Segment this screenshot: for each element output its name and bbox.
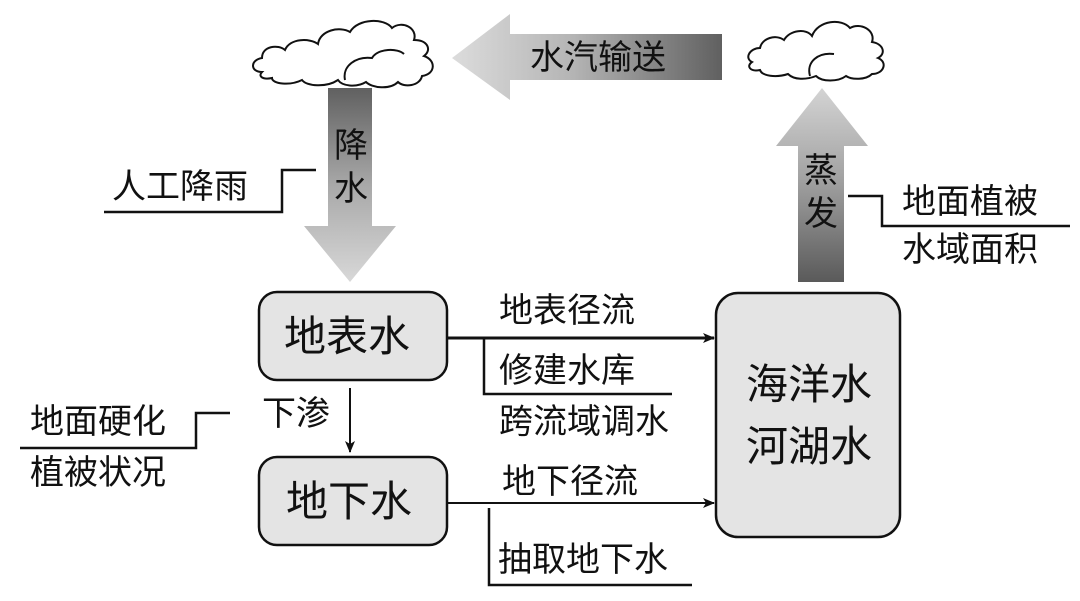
evaporation-char-1: 蒸 <box>804 151 838 191</box>
reservoir-label: 修建水库 <box>499 351 635 391</box>
precipitation-arrow <box>304 88 396 282</box>
vegetation-water-area-connector <box>848 194 1070 228</box>
groundwater-runoff-label: 地下径流 <box>502 462 638 502</box>
surface-runoff-label: 地表径流 <box>499 291 635 331</box>
groundwater-label: 地下水 <box>286 477 413 526</box>
vegetation-label: 地面植被 <box>902 182 1038 222</box>
ocean-river-box <box>714 291 902 539</box>
pump-groundwater-connector <box>487 508 692 587</box>
cloud-icon <box>747 20 885 82</box>
artificial-rain-label: 人工降雨 <box>112 167 248 207</box>
precipitation-label: 降 水 <box>331 125 371 210</box>
cloud-icon <box>252 20 434 89</box>
water-area-label: 水域面积 <box>902 230 1038 270</box>
surface-water-box <box>257 290 449 382</box>
evaporation-arrow <box>776 88 868 282</box>
infiltration-label: 下渗 <box>262 394 330 434</box>
surface-water-label: 地表水 <box>284 312 411 361</box>
groundwater-box <box>257 455 449 547</box>
pump-groundwater-label: 抽取地下水 <box>498 540 668 580</box>
artificial-rain-connector <box>104 168 316 214</box>
vapor-transport-arrow <box>452 14 722 100</box>
inter-basin-transfer-label: 跨流域调水 <box>499 402 669 442</box>
vegetation-condition-label: 植被状况 <box>30 453 166 493</box>
ground-hardening-label: 地面硬化 <box>30 402 166 442</box>
vapor-transport-label: 水汽输送 <box>530 38 666 78</box>
precipitation-char-1: 降 <box>334 126 368 166</box>
evaporation-label: 蒸 发 <box>801 150 841 235</box>
river-lake-water-label: 河湖水 <box>746 422 873 471</box>
precipitation-char-2: 水 <box>334 168 368 209</box>
reservoir-transfer-connector <box>482 338 672 396</box>
ocean-water-label: 海洋水 <box>746 360 873 409</box>
evaporation-char-2: 发 <box>804 193 838 234</box>
ground-hardening-connector <box>20 411 230 450</box>
